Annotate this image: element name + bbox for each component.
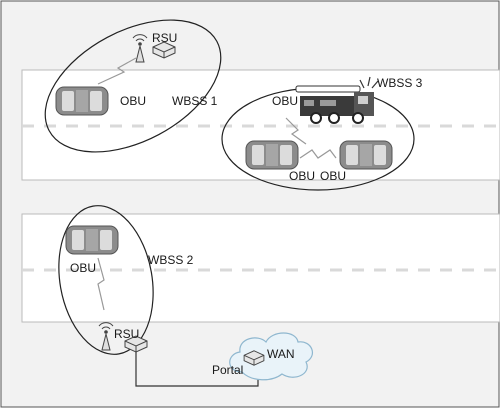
label-rsu-top: RSU xyxy=(152,31,177,45)
wireless-link-wbss2 xyxy=(97,257,105,311)
label-wbss2: WBSS 2 xyxy=(148,253,194,267)
label-obu-car-right: OBU xyxy=(320,169,346,183)
label-portal: Portal xyxy=(212,363,243,377)
wbss2-ellipse xyxy=(58,205,154,355)
label-rsu-bottom: RSU xyxy=(114,327,139,341)
wbss1-ellipse xyxy=(44,19,222,153)
label-obu-wbss1: OBU xyxy=(120,94,146,108)
wan-cloud xyxy=(229,332,314,381)
fire-truck-icon xyxy=(295,76,379,124)
label-obu-fire-truck: OBU xyxy=(272,94,298,108)
wireless-link-car-car xyxy=(299,149,337,159)
car-icon xyxy=(245,140,299,170)
wireless-link-wbss1 xyxy=(97,57,137,85)
car-icon xyxy=(55,86,109,116)
car-icon xyxy=(65,225,119,255)
label-wan: WAN xyxy=(267,347,295,361)
label-obu-wbss2: OBU xyxy=(70,261,96,275)
label-wbss3: WBSS 3 xyxy=(377,76,423,90)
wireless-link-truck-car xyxy=(285,117,307,145)
car-icon xyxy=(339,140,393,170)
label-obu-car-left: OBU xyxy=(289,169,315,183)
label-wbss1: WBSS 1 xyxy=(172,94,218,108)
